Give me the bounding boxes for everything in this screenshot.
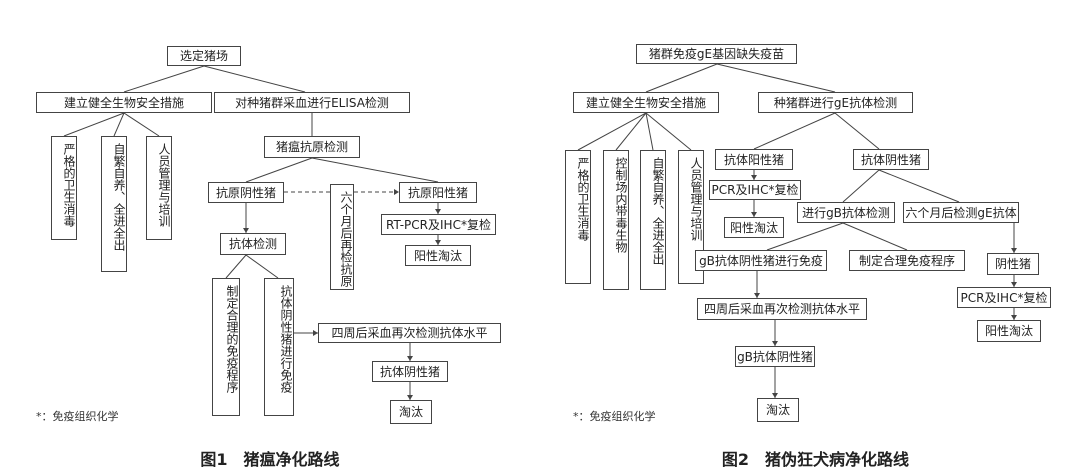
node-immune-program: 制定合理的免疫程序 [212, 278, 240, 416]
node-positive-cull: 阳性淘汰 [724, 217, 784, 238]
node-negative-pig: 阴性猪 [987, 253, 1039, 275]
node-self-breed: 自繁自养、全进全出 [101, 136, 127, 272]
node-elisa-test: 对种猪群采血进行ELISA检测 [214, 92, 410, 113]
node-six-month-ge-test: 六个月后检测gE抗体 [903, 202, 1019, 223]
node-antibody-negative: 抗体阴性猪 [853, 149, 929, 170]
node-vector-control: 控制场内带毒生物 [603, 150, 629, 290]
node-ge-antibody-test: 种猪群进行gE抗体检测 [758, 92, 913, 113]
node-staff-training: 人员管理与培训 [678, 150, 704, 284]
node-negative-vaccinate: 抗体阴性猪进行免疫 [264, 278, 294, 416]
node-pcr-ihc-recheck-2: PCR及IHC*复检 [957, 287, 1051, 308]
figure-2-pr-purification: 猪群免疫gE基因缺失疫苗 建立健全生物安全措施 种猪群进行gE抗体检测 严格的卫… [545, 0, 1086, 476]
node-gb-antibody-test: 进行gB抗体检测 [797, 202, 895, 223]
fig2-connectors [577, 63, 1017, 398]
node-staff-training: 人员管理与培训 [146, 136, 172, 240]
node-positive-cull-2: 阳性淘汰 [977, 320, 1041, 342]
node-self-breed: 自繁自养、全进全出 [640, 150, 666, 290]
node-biosecurity: 建立健全生物安全措施 [36, 92, 212, 113]
node-ge-deleted-vaccine: 猪群免疫gE基因缺失疫苗 [636, 44, 797, 64]
node-pcr-ihc-recheck: PCR及IHC*复检 [709, 180, 801, 200]
node-six-month-retest: 六个月后再检抗原 [330, 184, 354, 290]
node-biosecurity: 建立健全生物安全措施 [573, 92, 719, 113]
node-antigen-test: 猪瘟抗原检测 [264, 136, 360, 158]
node-four-week-retest: 四周后采血再次检测抗体水平 [697, 298, 867, 320]
node-hygiene: 严格的卫生消毒 [565, 150, 591, 284]
node-antibody-positive: 抗体阳性猪 [715, 149, 793, 170]
node-antibody-negative: 抗体阴性猪 [372, 361, 448, 382]
node-gb-negative-pig: gB抗体阴性猪 [735, 346, 815, 367]
node-select-farm: 选定猪场 [167, 46, 241, 66]
node-antibody-test: 抗体检测 [220, 233, 286, 255]
footnote: *：免疫组织化学 [36, 410, 119, 423]
footnote: *：免疫组织化学 [573, 410, 656, 423]
node-antigen-positive: 抗原阳性猪 [399, 182, 477, 203]
node-four-week-retest: 四周后采血再次检测抗体水平 [318, 323, 501, 343]
node-cull: 淘汰 [390, 400, 432, 424]
fig1-connectors [63, 65, 441, 400]
node-antigen-negative: 抗原阴性猪 [208, 182, 284, 203]
figure-caption: 图1 猪瘟净化路线 [200, 450, 340, 469]
figure-1-csf-purification: 选定猪场 建立健全生物安全措施 对种猪群采血进行ELISA检测 严格的卫生消毒 … [0, 0, 540, 476]
node-positive-cull: 阳性淘汰 [405, 245, 471, 266]
figure-caption: 图2 猪伪狂犬病净化路线 [721, 450, 910, 469]
node-hygiene: 严格的卫生消毒 [51, 136, 77, 240]
node-cull: 淘汰 [757, 398, 799, 422]
node-rtpcr-ihc-recheck: RT-PCR及IHC*复检 [381, 214, 496, 235]
node-gb-negative-vaccinate: gB抗体阴性猪进行免疫 [695, 250, 827, 271]
node-immune-program: 制定合理免疫程序 [849, 250, 965, 271]
